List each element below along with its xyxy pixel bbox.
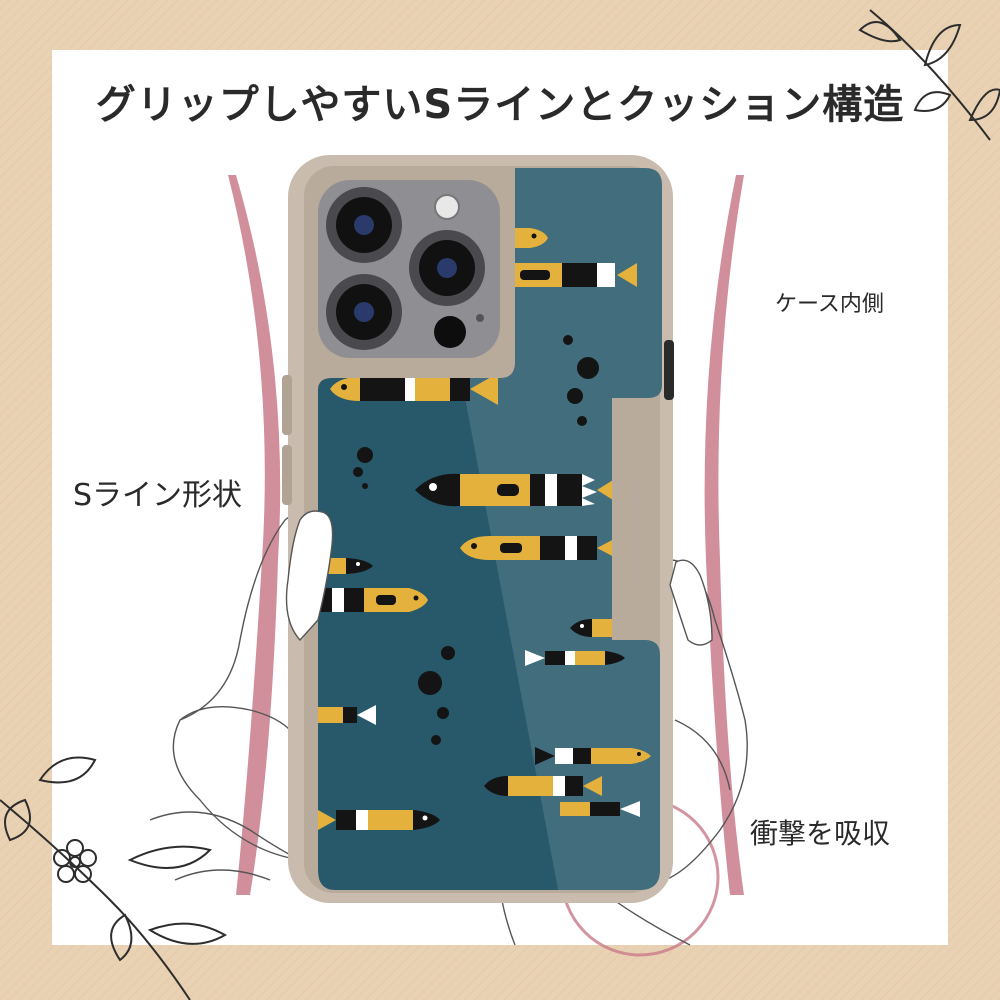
camera-lens-icon (326, 187, 485, 350)
side-button (282, 375, 292, 435)
finger-outline (285, 510, 713, 646)
side-button (282, 445, 292, 505)
flower-icon (53, 839, 97, 883)
camera-flash-icon (434, 194, 460, 220)
side-button (664, 340, 674, 400)
s-line-label: Sライン形状 (73, 478, 243, 513)
lidar-sensor-icon (434, 316, 466, 348)
leaf-sprig-icon (858, 9, 1000, 141)
page-title: グリップしやすいSラインとクッション構造 (95, 82, 905, 128)
leaf-sprig-icon (0, 756, 228, 1000)
fish-pattern (318, 228, 651, 830)
case-inside-label: ケース内側 (775, 292, 884, 317)
case-brand-text: Compostable (628, 474, 646, 595)
shock-absorb-label: 衝撃を吸収 (750, 817, 891, 850)
